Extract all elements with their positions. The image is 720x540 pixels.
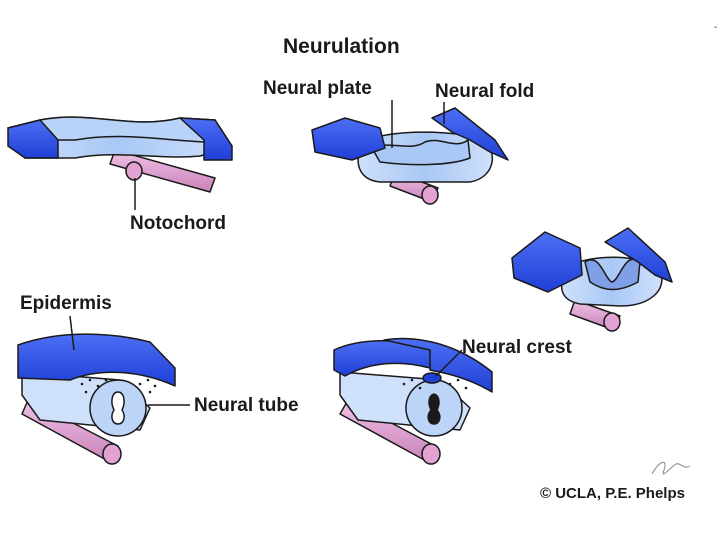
stage-2-neural-fold (311, 107, 509, 205)
copyright-credit: © UCLA, P.E. Phelps (540, 485, 685, 502)
label-neural-plate: Neural plate (263, 78, 372, 99)
label-neural-fold: Neural fold (435, 81, 535, 102)
label-neural-crest: Neural crest (462, 337, 572, 358)
notochord-end-5 (421, 443, 441, 465)
stage-1-neural-plate (7, 116, 233, 193)
epidermis-5-right (383, 337, 493, 393)
mesenchyme-dots-5 (402, 378, 468, 390)
notochord-end-2 (421, 185, 439, 205)
neural-canal-5 (427, 393, 441, 425)
neural-groove-2 (371, 139, 471, 166)
neural-groove-3 (584, 258, 641, 291)
epidermis-right-2 (431, 107, 509, 161)
notochord-end-1 (125, 161, 143, 181)
epidermis-pointer (69, 315, 75, 351)
neural-canal-4 (111, 391, 125, 425)
stage-3-folds-elevating (511, 227, 673, 332)
label-neural-tube: Neural tube (194, 395, 299, 416)
epidermis-right-1 (179, 117, 233, 161)
label-epidermis: Epidermis (20, 293, 112, 314)
mesenchyme-dots-4 (80, 378, 157, 394)
corner-mark: - (714, 22, 718, 33)
label-notochord: Notochord (130, 213, 227, 234)
stage-4-neural-tube (17, 333, 176, 465)
notochord-rod-1 (109, 149, 216, 193)
diagram-title: Neurulation (283, 35, 400, 58)
epidermis-left-2 (311, 117, 386, 161)
epidermis-right-3 (604, 227, 673, 283)
epidermis-4 (17, 333, 176, 387)
epidermis-left-1 (7, 119, 59, 159)
neural-crest-pointer (435, 349, 463, 377)
artist-signature (651, 461, 691, 475)
notochord-end-3 (603, 312, 621, 332)
notochord-end-4 (102, 443, 122, 465)
epidermis-left-3 (511, 231, 583, 293)
stage-5-neural-crest (333, 337, 493, 465)
